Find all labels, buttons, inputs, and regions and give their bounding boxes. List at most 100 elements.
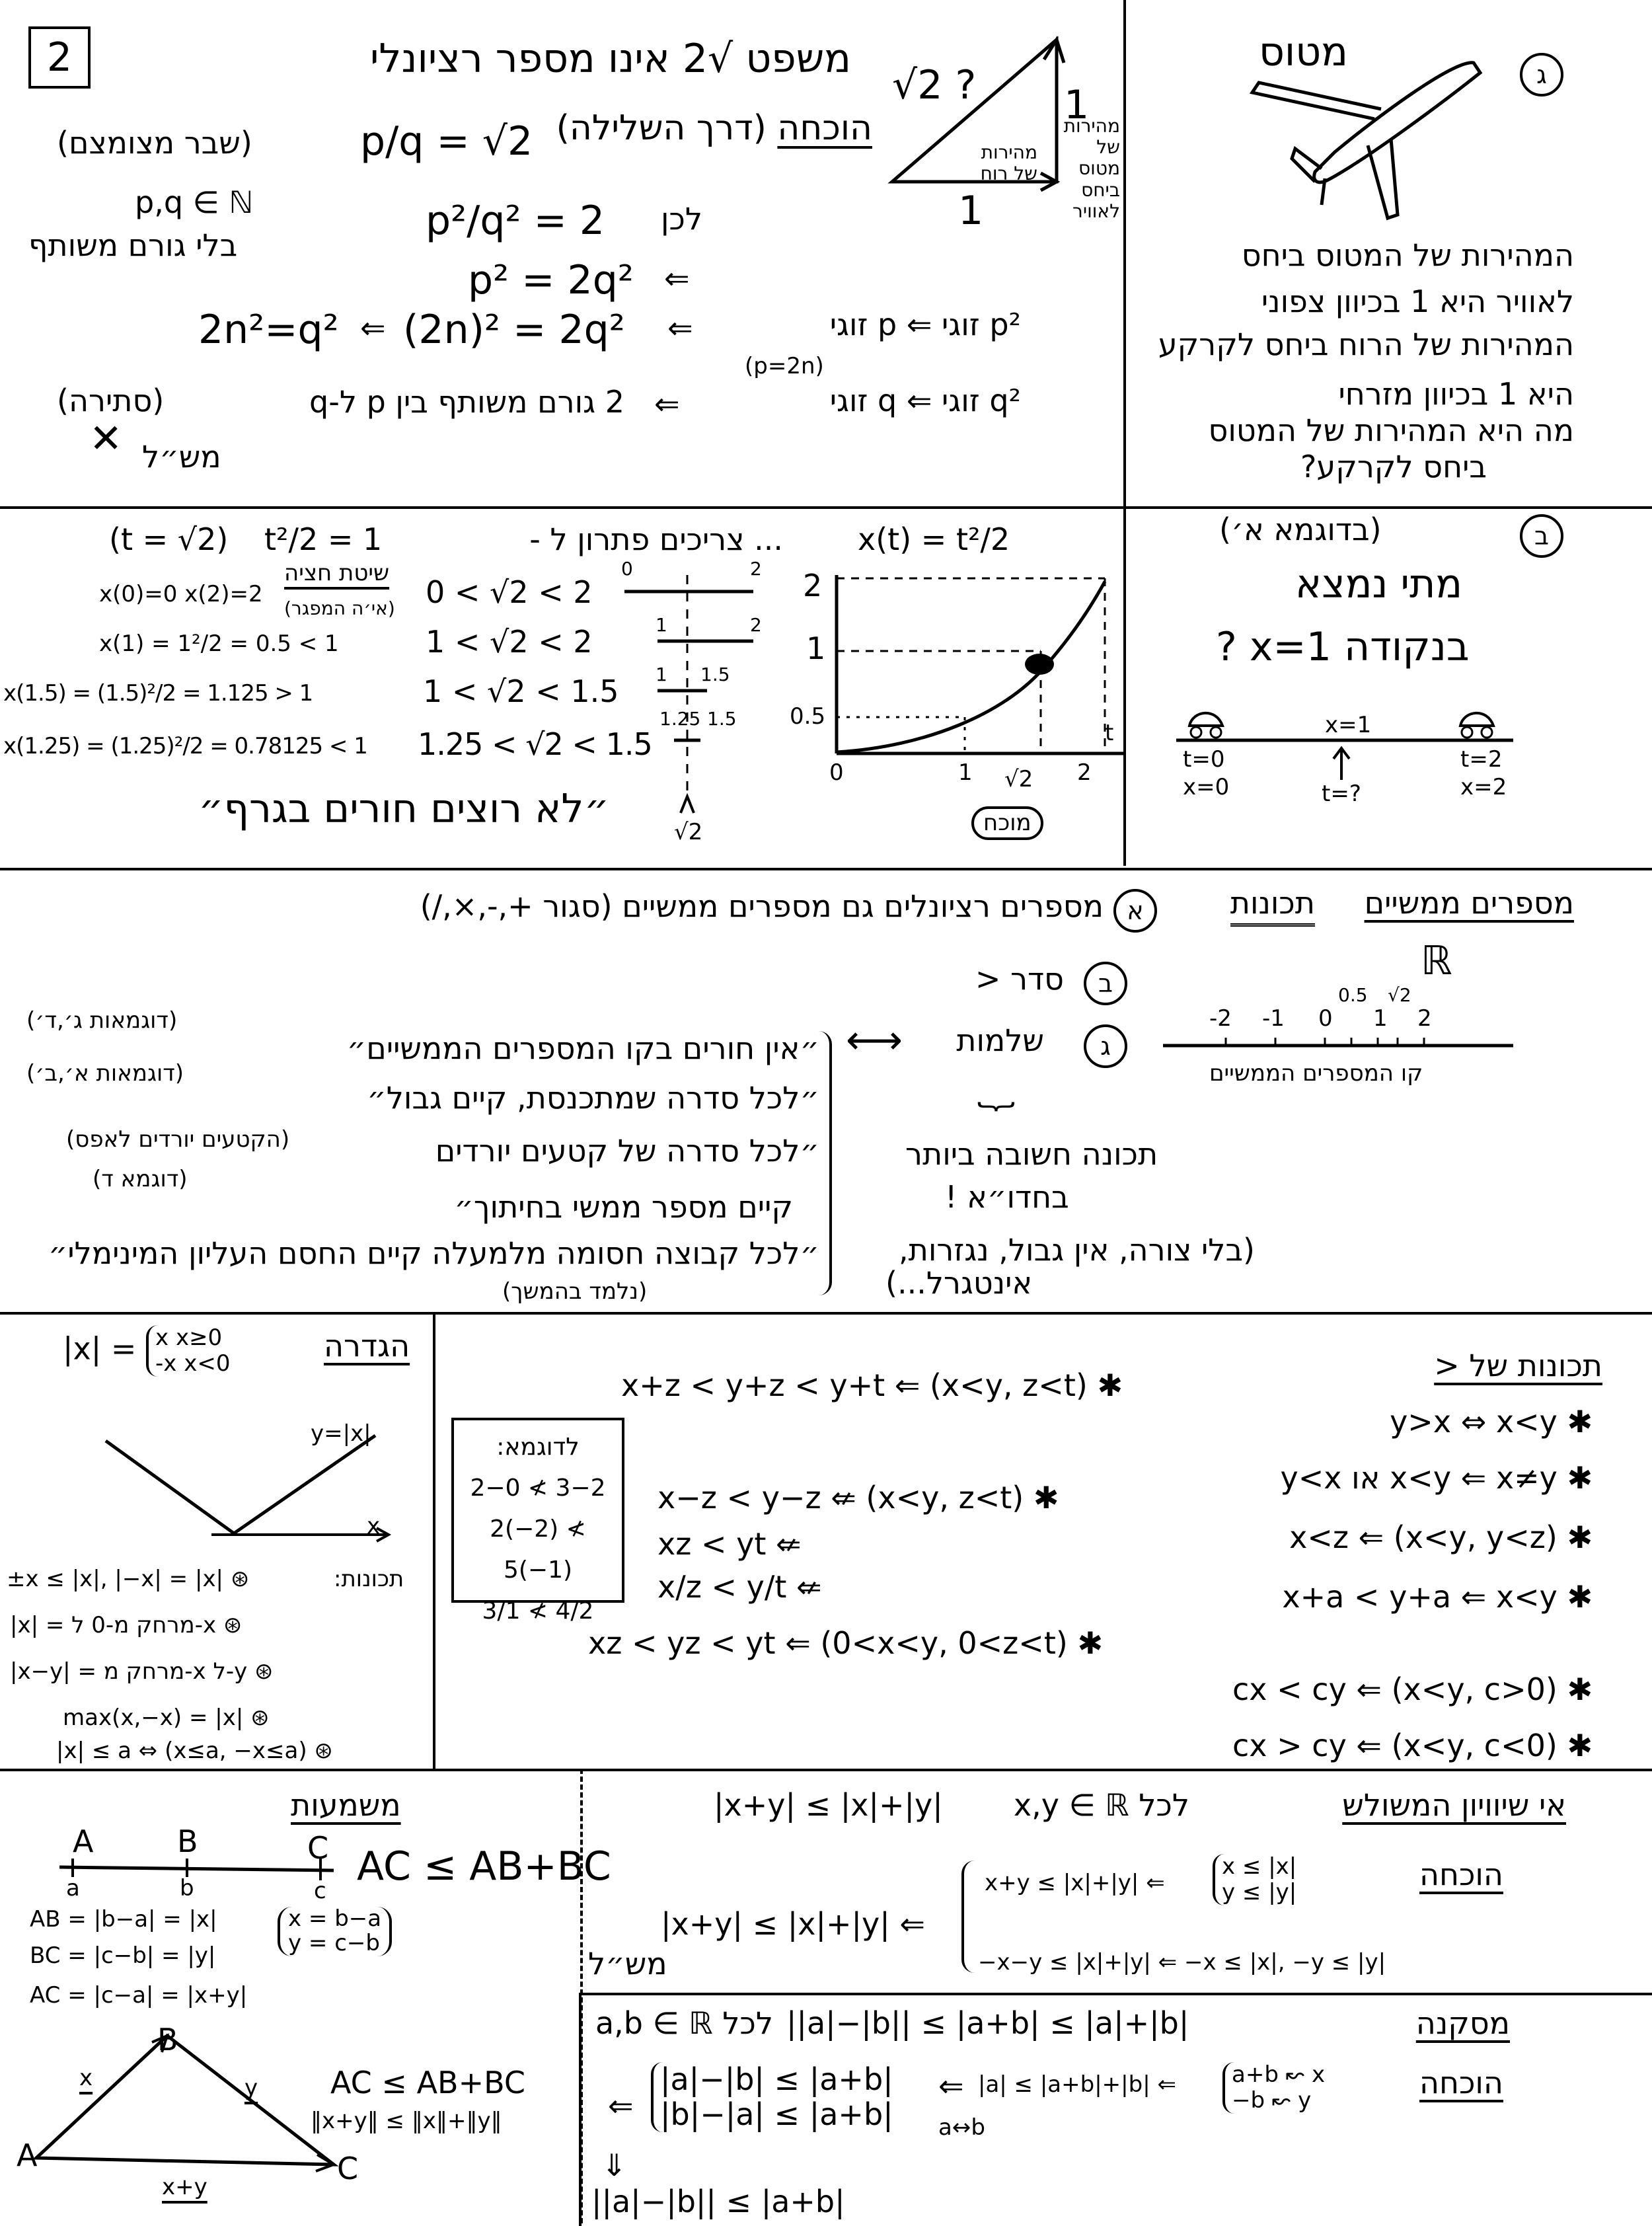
- x-tick-2: 2: [1077, 759, 1092, 786]
- intervals-note: (הקטעים יורדים לאפס): [66, 1126, 290, 1153]
- completeness-quote: ״לכל סדרה של קטעים יורדים: [435, 1133, 819, 1169]
- implies-arrow: ⇐: [667, 310, 693, 346]
- completeness-quote: ״לכל קבוצה חסומה מלמעלה קיים החסם העליון…: [48, 1235, 819, 1271]
- proof-premises: x ≤ |x|y ≤ |y|: [1213, 1853, 1297, 1906]
- numline-label: קו המספרים הממשיים: [1209, 1060, 1423, 1087]
- down-arrow: ⇓: [601, 2147, 627, 2183]
- numline-tick: 0: [1318, 1005, 1333, 1032]
- eq-2n-squared: 2n²=q²: [198, 307, 339, 353]
- point-B: B: [177, 1823, 198, 1859]
- examples-ref: (דוגמא ד): [93, 1166, 188, 1192]
- vertical-side-label: 1: [1064, 82, 1090, 128]
- real-number-line: [1163, 1038, 1513, 1048]
- x-of-t-graph: [835, 575, 1123, 755]
- abs-value-graph: [104, 1434, 392, 1543]
- subs-a: a+b ↜ x: [1232, 2061, 1326, 2088]
- norm-inequality: ‖x+y‖ ≤ ‖x‖+‖y‖: [311, 2108, 502, 2134]
- sqrt2-marker: √2: [674, 819, 703, 845]
- corollary-cases: |a|−|b| ≤ |a+b||b|−|a| ≤ |a+b|: [651, 2062, 893, 2132]
- theorem-title: משפט √2 אינו מספר רציונלי: [369, 36, 851, 82]
- abs-cases: x x≥0-x x<0: [146, 1324, 231, 1377]
- numline-tick: -2: [1209, 1005, 1232, 1032]
- meaning-heading: משמעות: [291, 1787, 401, 1823]
- t0-label: t=0: [1183, 746, 1225, 773]
- problem-line: המהירות של הרוח ביחס לקרקע: [1158, 326, 1574, 362]
- calc-row: x(0)=0 x(2)=2: [99, 581, 263, 607]
- wind-speed-label: מהירות של רוח: [980, 141, 1037, 185]
- t-value: (t = √2): [109, 521, 229, 557]
- x0-label: x=0: [1183, 774, 1230, 800]
- counterexample-box: לדוגמא: 2−0 ≮ 3−2 2(−2) ≮ 5(−1) 3/1 ≮ 4/…: [451, 1418, 624, 1625]
- segment-inequality: AC ≤ AB+BC: [357, 1843, 611, 1890]
- case-1: |a|−|b| ≤ |a+b|: [660, 2061, 893, 2097]
- coord-b: b: [180, 1875, 194, 1901]
- proof-label: הוכחה: [1419, 1857, 1503, 1892]
- order-property: cx < cy ⇐ (x<y, c>0) ✱: [1232, 1671, 1593, 1707]
- property-alef-marker: א: [1113, 889, 1157, 933]
- premise-x: x ≤ |x|: [1222, 1853, 1297, 1880]
- swap-note: a↔b: [938, 2114, 985, 2141]
- hypotenuse-label: √2 ?: [892, 62, 977, 108]
- implies-arrow: ⇐: [608, 2088, 634, 2124]
- vector-y-label: y: [244, 2075, 258, 2101]
- subs-y: y = c−b: [288, 1930, 380, 1957]
- order-diff-rule: x−z < y−z ⇍ (x<y, z<t) ✱: [657, 1480, 1059, 1516]
- plane-speed-label: מהירות של מטוס ביחס לאוויר: [1063, 115, 1120, 222]
- order-property: x+a < y+a ⇐ x<y ✱: [1282, 1579, 1593, 1615]
- ineq-row: 0 < √2 < 2: [426, 574, 593, 610]
- y-tick-0.5: 0.5: [790, 703, 826, 730]
- proof-step: x+y ≤ |x|+|y| ⇐: [985, 1870, 1165, 1896]
- numline-tick: 0.5: [1338, 984, 1368, 1006]
- abs-case-negative: -x x<0: [155, 1350, 231, 1377]
- order-property: y>x ⇔ x<y ✱: [1390, 1404, 1593, 1439]
- order-product-rule: xz < yt ⇍: [657, 1526, 802, 1562]
- problem-line: לאוויר היא 1 בכיוון צפוני: [1261, 284, 1574, 319]
- abs-property: |x| ≤ a ⇔ (x≤a, −x≤a) ⊛: [56, 1738, 333, 1764]
- ab-distance: AB = |b−a| = |x|: [30, 1906, 217, 1933]
- eq-2n-expanded: (2n)² = 2q²: [403, 307, 625, 353]
- real-numbers-title: מספרים ממשיים: [1364, 885, 1574, 921]
- vector-x-label: x: [79, 2065, 93, 2091]
- therefore: לכן: [661, 201, 703, 237]
- order-property: cx > cy ⇐ (x<y, c<0) ✱: [1232, 1728, 1593, 1763]
- order-property: x<z ⇐ (x<y, y<z) ✱: [1289, 1519, 1593, 1555]
- completeness-bracket: [816, 1031, 832, 1295]
- interval-label: 1: [656, 664, 667, 685]
- x-tick-0: 0: [829, 759, 844, 786]
- corollary-statement: ||a|−|b|| ≤ |a+b| ≤ |a|+|b|: [786, 2005, 1189, 2041]
- order-quotient-rule: x/z < y/t ⇍: [657, 1569, 822, 1605]
- implies-arrow: ⇐: [938, 2068, 964, 2104]
- order-properties-title: תכונות של <: [1434, 1348, 1602, 1383]
- triangle-inequality-title: אי שיוויון המשולש: [1342, 1787, 1566, 1823]
- y-tick-1: 1: [806, 631, 826, 666]
- interval-label: 1.25: [659, 708, 701, 730]
- in-calculus: בחדו״א !: [945, 1179, 1069, 1215]
- abs-definition: |x| = x x≥0-x x<0: [63, 1324, 231, 1377]
- example-ref: (בדוגמא א׳): [1219, 512, 1382, 547]
- proof-brace: [961, 1861, 976, 1973]
- order-positive-product-rule: xz < yz < yt ⇐ (0<x<y, 0<z<t) ✱: [588, 1625, 1103, 1661]
- subs-b: −b ↜ y: [1232, 2087, 1312, 2114]
- when-question: מתי נמצא: [1295, 561, 1463, 607]
- property-gimel-marker: ג: [1084, 1024, 1127, 1068]
- proof-step: −x−y ≤ |x|+|y| ⇐ −x ≤ |x|, −y ≤ |y|: [978, 1949, 1386, 1976]
- divider-v-mid: [433, 1312, 435, 1769]
- property-bet-text: סדר <: [975, 961, 1064, 997]
- definition-label: הגדרה: [324, 1328, 410, 1363]
- point-B: B: [157, 2022, 178, 2057]
- completeness-quote: קיים מספר ממשי בחיתוך״: [454, 1189, 793, 1225]
- point-A: A: [17, 2137, 38, 2173]
- equivalence-arrow: ⟷: [846, 1017, 903, 1063]
- proof-label: הוכחה: [777, 108, 872, 148]
- case-2: |b|−|a| ≤ |a+b|: [660, 2096, 893, 2132]
- divider-v-top: [1123, 0, 1126, 866]
- y-tick-2: 2: [803, 568, 823, 603]
- velocity-triangle-diagram: [887, 36, 1066, 192]
- point-C: C: [307, 1830, 329, 1866]
- coord-a: a: [66, 1875, 80, 1901]
- triangle-inequality-statement: |x+y| ≤ |x|+|y|: [714, 1787, 943, 1823]
- eq-p-squared: p² = 2q²: [468, 257, 634, 303]
- p-even: p² זוגי ⇐ p זוגי: [829, 307, 1021, 342]
- section-letter-gimel: ג: [1520, 53, 1563, 96]
